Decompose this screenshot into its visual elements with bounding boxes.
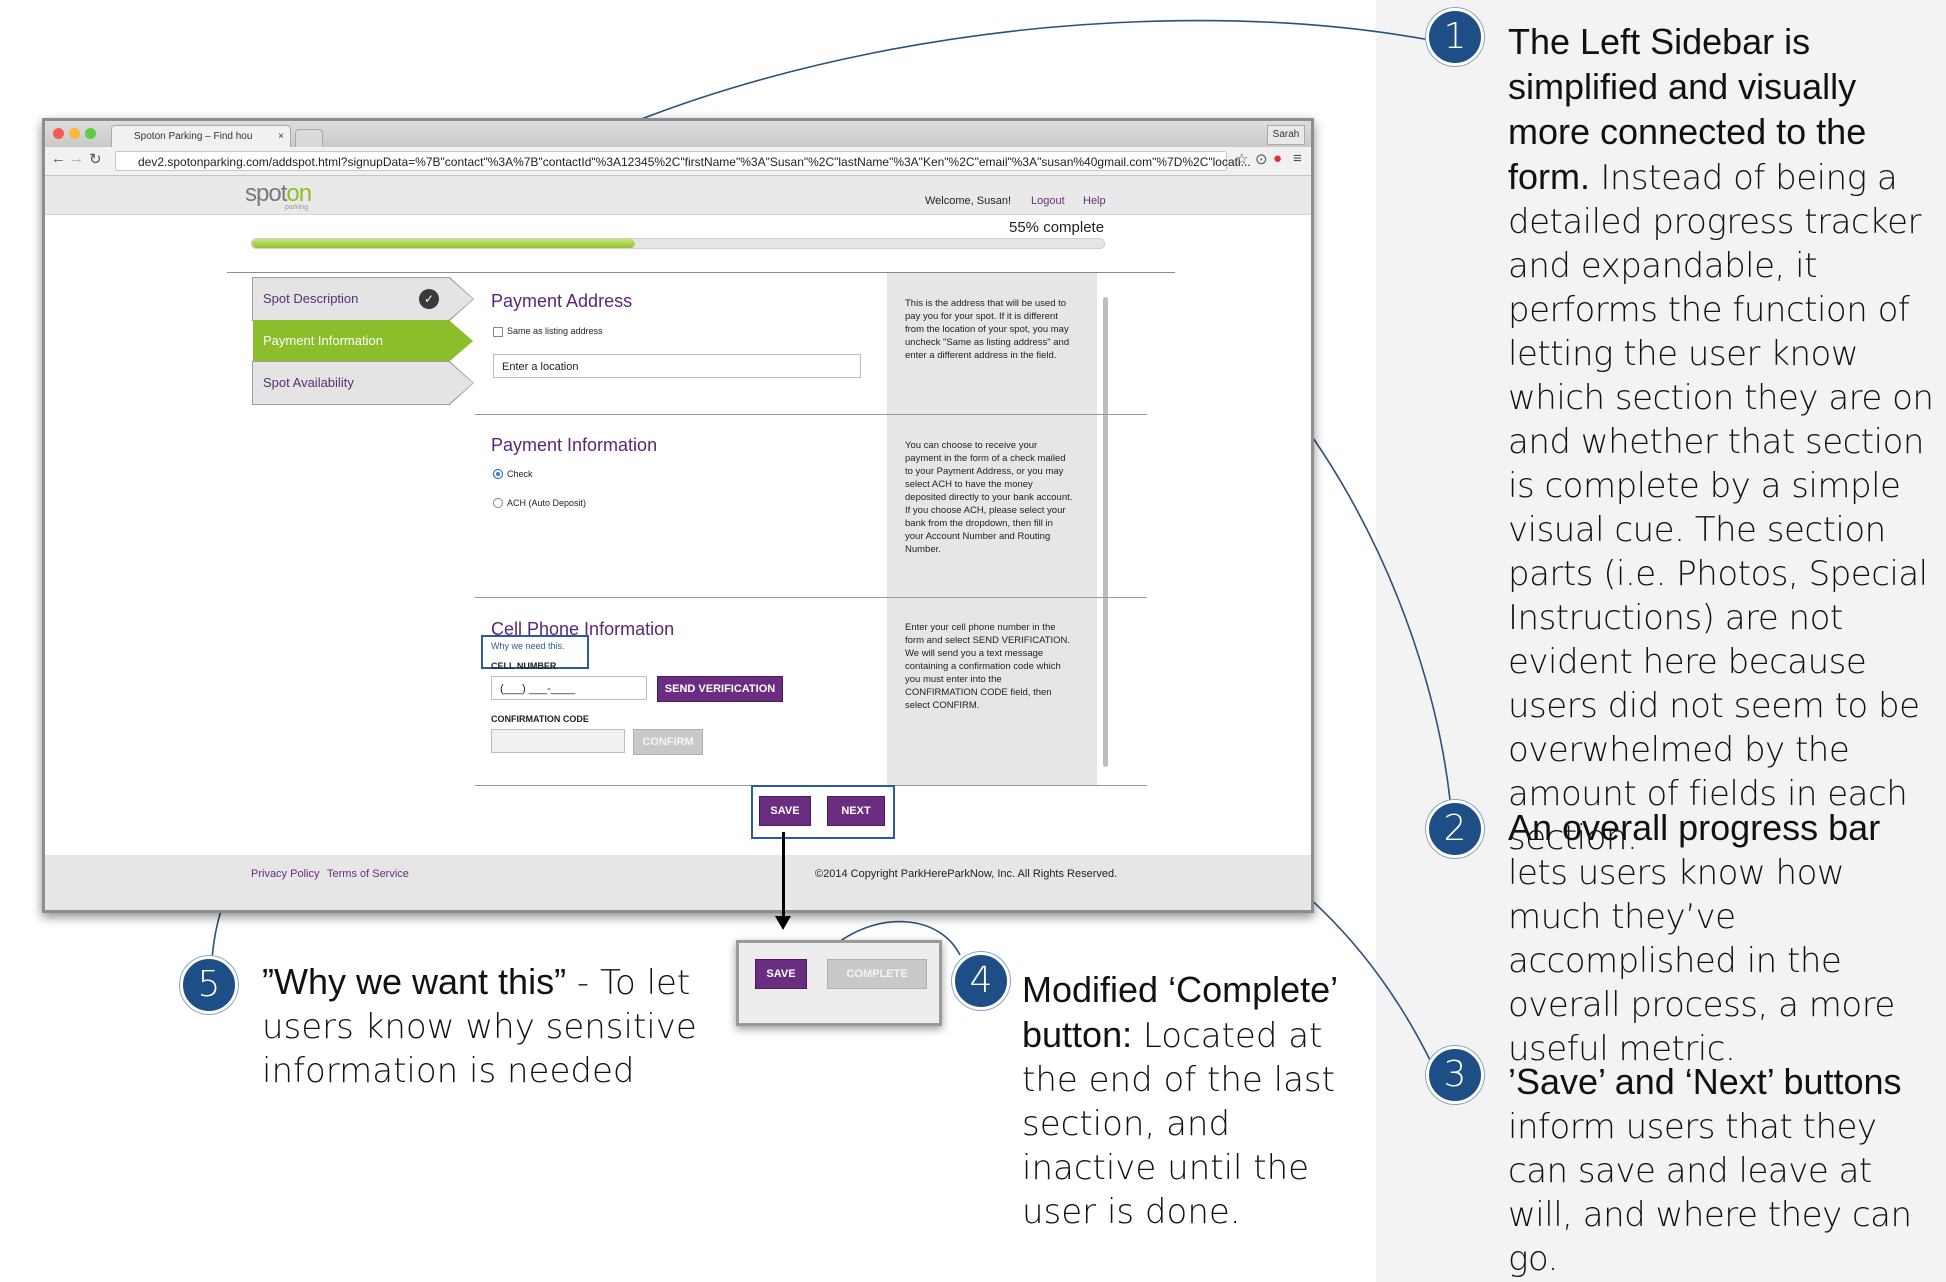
reload-icon[interactable]: ↻ — [89, 151, 102, 168]
copyright-text: ©2014 Copyright ParkHereParkNow, Inc. Al… — [815, 868, 1118, 880]
annotation-4: Modified ‘Complete’ button: Located at t… — [1022, 968, 1372, 1234]
save-next-highlight — [751, 785, 895, 839]
check-radio-label: Check — [507, 469, 533, 479]
help-link[interactable]: Help — [1083, 195, 1106, 207]
confirmation-code-label: CONFIRMATION CODE — [491, 714, 589, 724]
address-bar[interactable]: dev2.spotonparking.com/addspot.html?sign… — [115, 151, 1251, 171]
annotation-2-body: lets users know how much they’ve accompl… — [1508, 853, 1895, 1069]
annotation-1-heading: The Left Sidebar is simplified and visua… — [1508, 21, 1867, 197]
menu-icon[interactable]: ≡ — [1293, 150, 1302, 167]
why-we-need-this-link[interactable]: Why we need this. — [491, 641, 565, 651]
annotation-1: The Left Sidebar is simplified and visua… — [1508, 20, 1942, 860]
cell-help-text: Enter your cell phone number in the form… — [905, 622, 1071, 711]
annotation-5-heading: ”Why we want this” — [262, 961, 567, 1002]
overall-progress-bar — [251, 238, 1105, 249]
callout-badge-2: 2 — [1426, 800, 1484, 858]
site-header: spoton parking Welcome, Susan! Logout He… — [45, 176, 1311, 215]
profile-button[interactable]: Sarah — [1267, 125, 1305, 145]
cell-number-input[interactable]: (___) ___-____ — [491, 676, 647, 700]
new-tab-button[interactable] — [295, 129, 323, 148]
browser-window: Spoton Parking – Find hou × Sarah ← → ↻ d… — [42, 118, 1314, 913]
url-text: dev2.spotonparking.com/addspot.html?sign… — [138, 155, 1251, 169]
annotation-2-heading: An overall progress bar — [1508, 807, 1881, 848]
help-column — [887, 273, 1097, 785]
location-input-value: Enter a location — [502, 361, 579, 373]
arrow-down-icon — [775, 916, 791, 930]
callout-badge-3: 3 — [1426, 1046, 1484, 1104]
payment-information-title: Payment Information — [491, 435, 658, 455]
site-footer: Privacy Policy Terms of Service ©2014 Co… — [45, 855, 1311, 910]
same-as-listing-checkbox[interactable] — [493, 327, 503, 337]
callout-badge-4: 4 — [952, 952, 1010, 1010]
complete-check-icon: ✓ — [419, 289, 439, 309]
annotation-1-body: Instead of being a detailed progress tra… — [1508, 158, 1934, 858]
payment-help-text: You can choose to receive your payment i… — [905, 440, 1073, 555]
form-scrollbar[interactable] — [1103, 297, 1108, 767]
extension-red-icon[interactable]: ● — [1273, 150, 1283, 167]
logo-subtitle: parking — [285, 204, 308, 211]
browser-toolbar: ← → ↻ dev2.spotonparking.com/addspot.htm… — [45, 147, 1311, 176]
logo-spot: spot — [245, 180, 287, 207]
header-divider — [227, 272, 1175, 273]
annotation-3-heading: ’Save’ and ‘Next’ buttons — [1508, 1061, 1902, 1102]
close-window-icon[interactable] — [53, 128, 64, 139]
why-link-highlight — [481, 635, 589, 669]
annotation-2: An overall progress bar lets users know … — [1508, 806, 1942, 1071]
cell-number-label: CELL NUMBER — [491, 661, 557, 671]
bookmark-star-icon[interactable]: ☆ — [1235, 151, 1249, 168]
callout-badge-1: 1 — [1426, 8, 1484, 66]
forward-icon[interactable]: → — [69, 150, 84, 167]
browser-tab-title: Spoton Parking – Find hou — [134, 131, 253, 142]
annotation-3-body: inform users that they can save and leav… — [1508, 1107, 1912, 1279]
welcome-text: Welcome, Susan! — [925, 195, 1012, 207]
sidebar-item-label: Payment Information — [263, 333, 383, 348]
same-as-listing-label: Same as listing address — [507, 326, 603, 336]
ach-radio[interactable] — [493, 498, 503, 508]
tab-close-icon[interactable]: × — [278, 131, 284, 142]
logout-link[interactable]: Logout — [1031, 195, 1065, 207]
annotation-4-body: Located at the end of the last section, … — [1022, 1016, 1335, 1232]
back-icon[interactable]: ← — [51, 150, 66, 167]
logo-on: on — [286, 180, 312, 207]
popout-save-button[interactable]: SAVE — [755, 959, 807, 989]
sidebar-item-label: Spot Availability — [263, 375, 354, 390]
callout-badge-5: 5 — [180, 956, 238, 1014]
section-divider — [475, 597, 1147, 598]
next-button[interactable]: NEXT — [827, 796, 885, 826]
arrow-shaft — [782, 832, 785, 920]
zoom-window-icon[interactable] — [85, 128, 96, 139]
minimize-window-icon[interactable] — [69, 128, 80, 139]
section-divider — [475, 414, 1147, 415]
complete-button[interactable]: COMPLETE — [827, 959, 927, 989]
ach-radio-label: ACH (Auto Deposit) — [507, 498, 587, 508]
terms-of-service-link[interactable]: Terms of Service — [327, 868, 409, 880]
confirmation-code-input[interactable] — [491, 729, 625, 753]
browser-titlebar: Spoton Parking – Find hou × Sarah — [45, 121, 1311, 148]
annotation-4-heading: Modified ‘Complete’ button: — [1022, 969, 1337, 1055]
privacy-policy-link[interactable]: Privacy Policy — [251, 868, 320, 880]
browser-tab[interactable]: Spoton Parking – Find hou × — [111, 125, 291, 147]
sidebar-item-payment-information[interactable]: Payment Information — [253, 320, 473, 362]
annotation-5-body: - To let users know why sensitive inform… — [262, 963, 697, 1091]
sidebar-item-label: Spot Description — [263, 291, 359, 306]
location-input[interactable]: Enter a location — [493, 354, 861, 378]
progress-fill — [252, 239, 635, 248]
complete-button-popout: SAVE COMPLETE — [736, 940, 942, 1026]
address-help-text: This is the address that will be used to… — [905, 298, 1070, 361]
check-radio[interactable] — [493, 469, 503, 479]
annotation-3: ’Save’ and ‘Next’ buttons inform users t… — [1508, 1060, 1942, 1281]
confirm-button[interactable]: CONFIRM — [633, 729, 703, 755]
sidebar-item-spot-availability[interactable]: Spot Availability — [253, 362, 473, 404]
send-verification-button[interactable]: SEND VERIFICATION — [657, 676, 783, 702]
connector-4 — [834, 920, 961, 956]
annotation-5: ”Why we want this” - To let users know w… — [262, 960, 702, 1093]
payment-address-title: Payment Address — [491, 291, 633, 311]
progress-label: 55% complete — [1009, 219, 1105, 236]
extension-icon[interactable]: ⊙ — [1255, 151, 1268, 168]
cell-number-value: (___) ___-____ — [500, 683, 576, 695]
spoton-logo[interactable]: spoton — [245, 180, 312, 208]
sidebar-item-spot-description[interactable]: Spot Description — [253, 278, 473, 320]
save-button[interactable]: SAVE — [759, 796, 811, 826]
cell-phone-title: Cell Phone Information — [491, 619, 675, 639]
